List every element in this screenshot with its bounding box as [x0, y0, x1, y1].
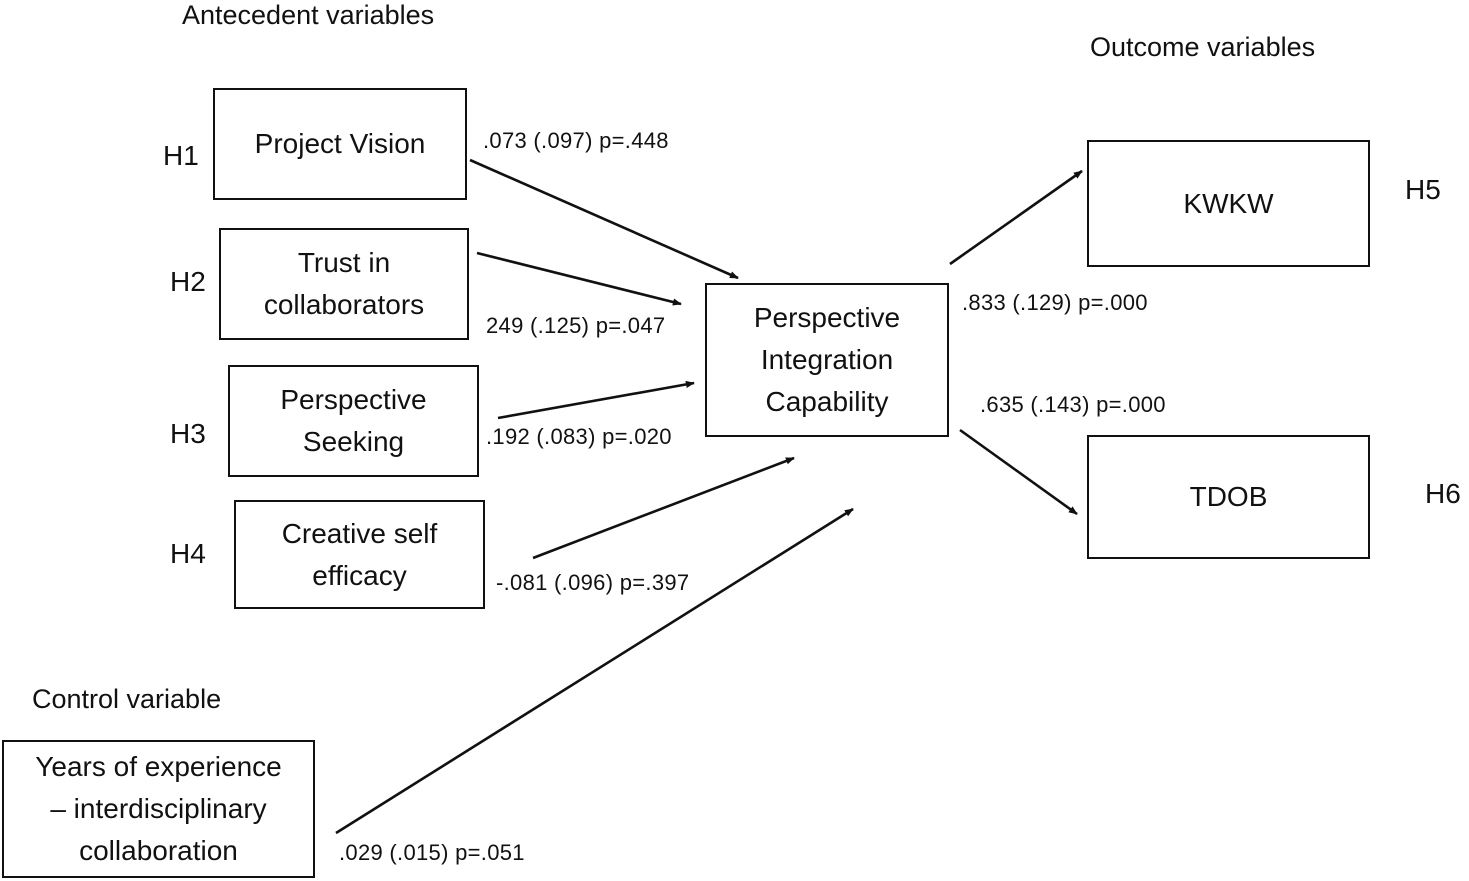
arrow-pic-to-kwkw: [949, 169, 1083, 266]
arrow-perspective-seeking-to-pic: [497, 380, 695, 420]
creative-self-efficacy-box: Creative self efficacy: [234, 500, 485, 609]
box-label-line3: collaboration: [79, 835, 238, 866]
box-label-line1: Years of experience: [35, 751, 282, 782]
arrow-pic-to-tdob: [959, 428, 1078, 516]
perspective-integration-capability-box: Perspective Integration Capability: [705, 283, 949, 437]
years-of-experience-box: Years of experience – interdisciplinary …: [2, 740, 315, 878]
coefficient-h6: .635 (.143) p=.000: [980, 392, 1166, 417]
perspective-seeking-box: Perspective Seeking: [228, 365, 479, 477]
hypothesis-label-h5: H5: [1405, 174, 1441, 205]
arrow-project-vision-to-pic: [469, 158, 739, 280]
kwkw-box: KWKW: [1087, 140, 1370, 267]
coefficient-h4: -.081 (.096) p=.397: [496, 570, 690, 595]
arrow-experience-to-pic: [335, 507, 854, 835]
coefficient-h5: .833 (.129) p=.000: [962, 290, 1148, 315]
box-label-line1: Trust in: [297, 247, 391, 278]
trust-in-collaborators-box: Trust in collaborators: [219, 228, 469, 340]
box-label-line2: Integration: [760, 344, 894, 375]
box-label-line3: Capability: [765, 386, 889, 417]
box-label: KWKW: [1183, 187, 1274, 219]
hypothesis-label-h2: H2: [170, 266, 206, 297]
box-label: TDOB: [1189, 481, 1268, 512]
box-label-line2: collaborators: [263, 289, 425, 320]
coefficient-h1: .073 (.097) p=.448: [483, 128, 669, 153]
coefficient-control: .029 (.015) p=.051: [339, 840, 525, 865]
hypothesis-label-h1: H1: [163, 140, 199, 171]
control-heading: Control variable: [32, 684, 222, 714]
box-label-line2: – interdisciplinary: [50, 793, 267, 824]
box-label-line2: efficacy: [312, 559, 407, 591]
box-label: Project Vision: [254, 128, 426, 159]
project-vision-box: Project Vision: [213, 88, 467, 200]
arrow-trust-to-pic: [476, 251, 682, 306]
box-label-line2: Seeking: [302, 426, 405, 457]
outcome-heading: Outcome variables: [1090, 32, 1316, 62]
coefficient-h3: .192 (.083) p=.020: [486, 424, 672, 449]
box-label-line1: Perspective: [753, 302, 901, 333]
arrow-creative-efficacy-to-pic: [532, 456, 795, 560]
box-label-line1: Creative self: [281, 517, 438, 549]
hypothesis-label-h3: H3: [170, 418, 206, 449]
box-label-line1: Perspective: [280, 384, 427, 415]
hypothesis-label-h6: H6: [1425, 478, 1461, 509]
hypothesis-label-h4: H4: [170, 538, 206, 569]
coefficient-h2: 249 (.125) p=.047: [486, 313, 666, 338]
antecedent-heading: Antecedent variables: [182, 0, 435, 30]
tdob-box: TDOB: [1087, 435, 1370, 559]
